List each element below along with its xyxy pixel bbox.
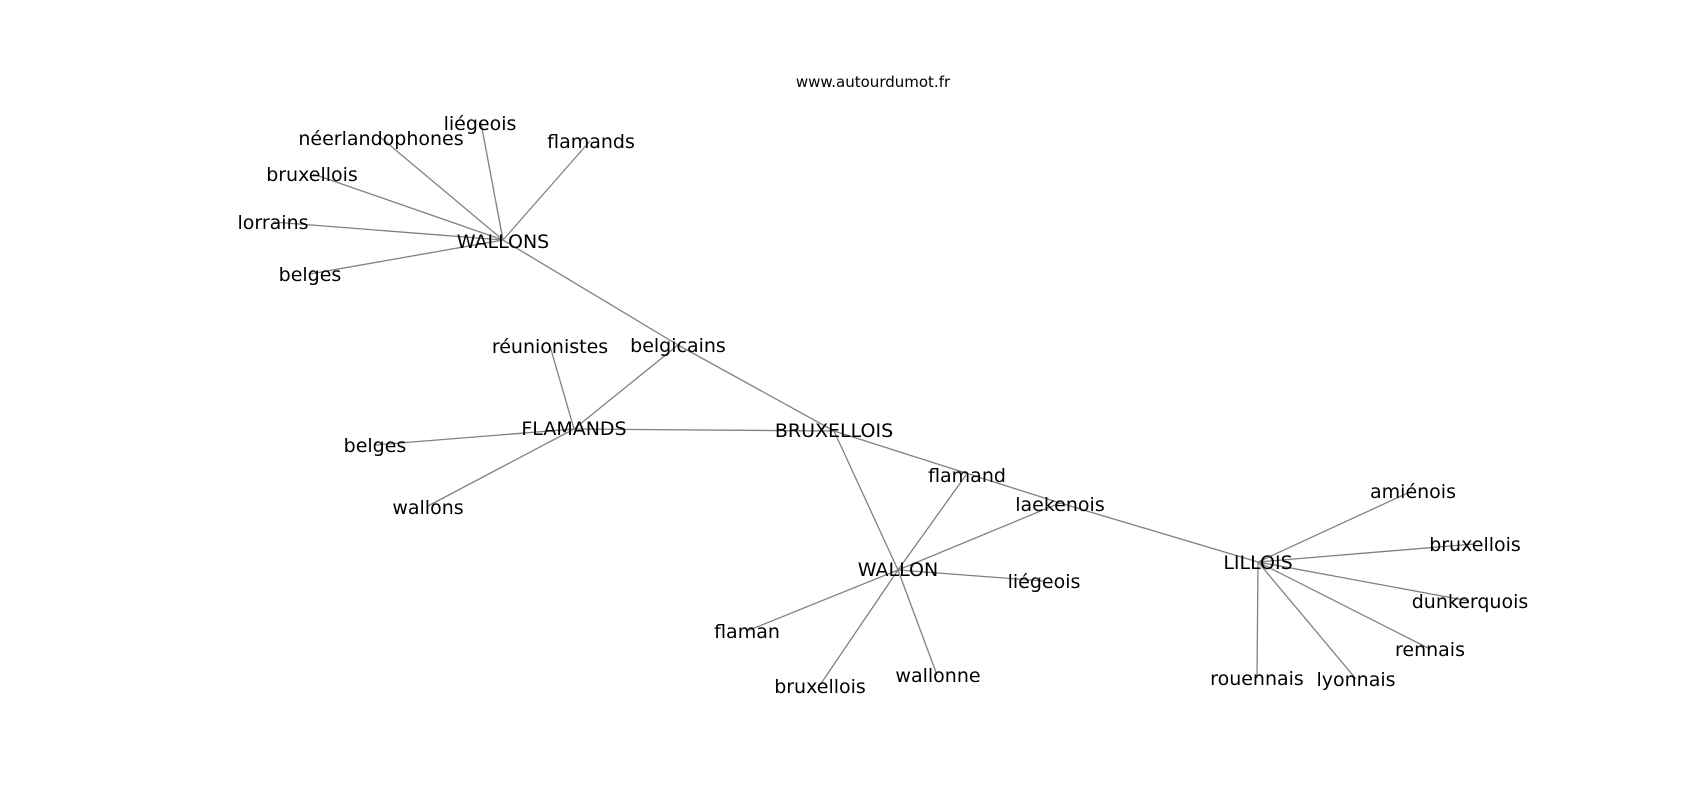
node-label-amienois: amiénois: [1370, 481, 1456, 503]
edge-wallons_hub-bruxellois_1: [312, 173, 504, 241]
edge-bruxellois_hub-laekenois: [833, 430, 1061, 504]
node-label-bruxellois-3: bruxellois: [1429, 534, 1521, 556]
node-label-flaman: flaman: [714, 621, 780, 643]
node-label-wallons-hub: WALLONS: [457, 231, 549, 253]
nodes-layer: WALLONS FLAMANDS BRUXELLOIS WALLON LILLOIS be…: [237, 113, 1528, 698]
node-label-reunionistes: réunionistes: [492, 336, 608, 358]
edge-wallons_hub-neerlandophones: [379, 136, 504, 241]
edge-belgicains-flamands_hub: [573, 344, 679, 430]
edge-laekenois-lillois_hub: [1059, 502, 1259, 563]
node-label-wallons: wallons: [392, 497, 463, 519]
node-label-liegeois-1: liégeois: [444, 113, 517, 135]
node-label-bruxellois-2: bruxellois: [774, 676, 866, 698]
edge-belgicains-bruxellois_hub: [677, 344, 835, 432]
node-label-dunkerquois: dunkerquois: [1412, 591, 1529, 613]
node-label-flamands-hub: FLAMANDS: [521, 418, 626, 440]
edge-flamands_hub-belges_2: [374, 428, 575, 446]
node-label-flamand: flamand: [928, 465, 1006, 487]
edge-wallon_hub-wallonne: [897, 569, 938, 676]
edge-wallons_hub-lorrains: [272, 221, 504, 241]
node-label-rouennais: rouennais: [1210, 668, 1304, 690]
edge-flamands_hub-reunionistes: [549, 345, 575, 430]
edge-lillois_hub-lyonnais: [1257, 561, 1357, 680]
edge-wallon_hub-liegeois_2: [897, 569, 1044, 582]
edge-bruxellois_hub-wallon_hub: [833, 430, 899, 571]
node-label-liegeois-2: liégeois: [1008, 571, 1081, 593]
node-label-belgicains: belgicains: [630, 335, 726, 357]
edge-flamands_hub-wallons: [427, 428, 575, 507]
edge-lillois_hub-bruxellois_3: [1257, 543, 1475, 563]
edge-lillois_hub-amienois: [1257, 490, 1413, 563]
site-url-label: www.autourdumot.fr: [796, 73, 951, 91]
edge-lillois_hub-dunkerquois: [1257, 561, 1470, 602]
node-label-wallon-hub: WALLON: [858, 559, 938, 581]
node-label-lorrains: lorrains: [237, 212, 308, 234]
edge-wallons_hub-liegeois_1: [480, 122, 504, 241]
edge-wallons_hub-flamands: [502, 140, 591, 241]
node-label-bruxellois-hub: BRUXELLOIS: [775, 420, 893, 442]
edge-wallon_hub-bruxellois_2: [819, 569, 899, 686]
node-label-lyonnais: lyonnais: [1316, 669, 1395, 691]
edge-wallon_hub-laekenois: [897, 502, 1061, 571]
node-label-neerlandophones: néerlandophones: [298, 128, 463, 150]
edge-wallon_hub-flaman: [746, 569, 899, 632]
edge-wallon_hub-flamand: [897, 474, 967, 571]
edges-layer: [272, 122, 1475, 686]
node-label-lillois-hub: LILLOIS: [1223, 552, 1292, 574]
edge-lillois_hub-rouennais: [1256, 561, 1259, 679]
node-label-bruxellois-1: bruxellois: [266, 164, 358, 186]
node-label-laekenois: laekenois: [1015, 494, 1104, 516]
node-label-belges-1: belges: [279, 264, 342, 286]
edge-wallons_hub-belges_1: [309, 239, 504, 275]
node-label-rennais: rennais: [1395, 639, 1465, 661]
edge-flamands_hub-bruxellois_hub: [573, 428, 835, 432]
node-label-belges-2: belges: [344, 435, 407, 457]
node-label-wallonne: wallonne: [895, 665, 980, 687]
node-label-flamands: flamands: [547, 131, 635, 153]
edge-lillois_hub-rennais: [1257, 561, 1431, 650]
edge-wallons_hub-belgicains: [502, 239, 679, 346]
